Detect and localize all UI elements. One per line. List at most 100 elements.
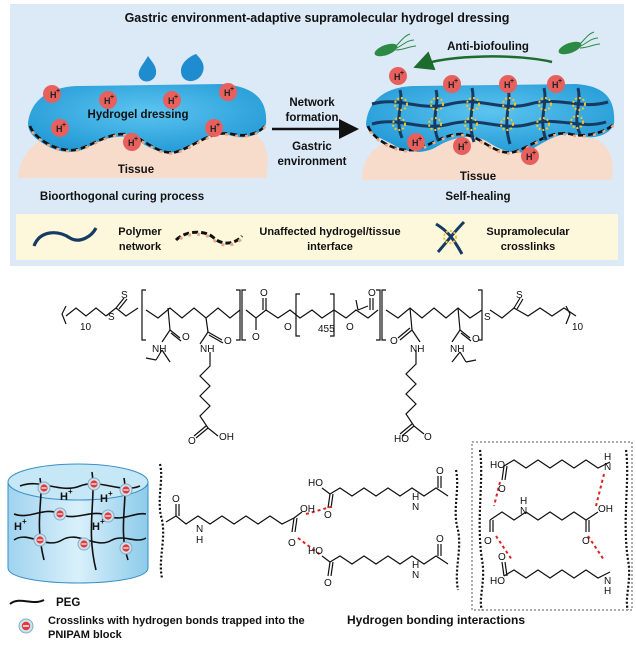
svg-text:O: O [288, 538, 296, 549]
svg-text:H: H [520, 496, 527, 507]
hbond-icon [305, 505, 335, 515]
atom-NH: NH [410, 344, 424, 355]
atom-S: S [108, 312, 115, 323]
hydrogel-cylinder: H+ H+ H+ H+ [7, 463, 149, 584]
right-caption: Self-healing [445, 191, 510, 203]
peg-repeat: 455 [318, 324, 335, 335]
svg-text:HO: HO [308, 478, 323, 489]
hbond-icon [493, 481, 501, 507]
atom-S: S [121, 290, 128, 301]
svg-text:O: O [436, 534, 444, 545]
hbond-icon [297, 537, 323, 557]
proton-icon: H+ [443, 75, 461, 93]
svg-text:+: + [400, 70, 404, 77]
legend-polymer-line2: network [119, 241, 162, 253]
svg-text:+: + [510, 78, 514, 85]
crosslink-bead-icon [101, 509, 115, 523]
left-caption: Bioorthogonal curing process [40, 191, 204, 203]
chemical-labels: 10 S S O NH O NH OH O O O O 455 O O O NH… [80, 288, 584, 447]
crosslink-beads [33, 477, 133, 555]
curved-arrow-icon [413, 51, 553, 71]
bottom-legend: PEG Crosslinks with hydrogen bonds trapp… [9, 597, 305, 641]
left-hydrogel [28, 84, 267, 153]
droplet-icon [138, 56, 157, 82]
left-protons: H+ H+ H+ H+ H+ H+ H+ [43, 83, 237, 151]
crosslink-legend-bead-icon [18, 618, 34, 634]
svg-text:+: + [68, 487, 73, 496]
cylinder-protons: H+ H+ H+ H+ [14, 487, 113, 533]
legend-polymer-line1: Polymer [118, 226, 162, 238]
crosslink-icon [392, 117, 406, 131]
svg-text:H: H [394, 72, 401, 82]
svg-text:HO: HO [308, 546, 323, 557]
svg-text:N: N [412, 502, 419, 513]
svg-text:N: N [604, 576, 611, 587]
bacteria-icon [374, 33, 417, 57]
proton-label: H [92, 521, 100, 533]
svg-text:H: H [526, 152, 533, 162]
proton-icon: H+ [219, 83, 237, 101]
svg-text:O: O [484, 536, 492, 547]
svg-text:+: + [174, 94, 178, 101]
crosslink-icon [538, 97, 552, 111]
proton-icon: H+ [51, 119, 69, 137]
svg-text:H: H [50, 90, 57, 100]
svg-text:H: H [458, 142, 465, 152]
svg-text:+: + [464, 140, 468, 147]
crosslink-bead-icon [87, 477, 101, 491]
atom-O: O [284, 322, 292, 333]
crosslink-icon [466, 97, 480, 111]
svg-text:N: N [604, 462, 611, 473]
atom-NH: NH [200, 344, 214, 355]
svg-text:OH: OH [598, 504, 613, 515]
chemical-structure [61, 289, 577, 439]
crosslink-bead-icon [37, 481, 51, 495]
svg-text:+: + [230, 86, 234, 93]
hbond-icon [587, 535, 605, 561]
svg-text:HO: HO [490, 460, 505, 471]
crosslink-legend-icon [435, 220, 466, 255]
proton-icon: H+ [499, 75, 517, 93]
top-panel-title: Gastric environment-adaptive supramolecu… [125, 11, 510, 25]
svg-text:H: H [448, 80, 455, 90]
proton-icon: H+ [43, 85, 61, 103]
crosslink-icon [572, 97, 586, 111]
proton-icon: H+ [123, 133, 141, 151]
svg-text:+: + [134, 136, 138, 143]
atom-O: O [346, 322, 354, 333]
svg-text:H: H [412, 560, 419, 571]
proton-label: H [14, 521, 22, 533]
right-tissue-label: Tissue [460, 171, 496, 183]
proton-icon: H+ [521, 147, 539, 165]
svg-text:O: O [582, 536, 590, 547]
atom-O: O [188, 436, 196, 447]
svg-text:+: + [110, 94, 114, 101]
interface-icon [174, 230, 244, 245]
svg-text:H: H [128, 138, 135, 148]
anti-biofouling: Anti-biofouling [374, 31, 601, 71]
svg-text:+: + [62, 122, 66, 129]
hbond-frame [471, 441, 633, 611]
bacteria-icon [558, 31, 601, 55]
svg-text:H: H [412, 492, 419, 503]
right-scene: Tissue Self-healing [362, 84, 615, 203]
proton-icon: H+ [163, 91, 181, 109]
atom-O: O [368, 288, 376, 299]
proton-icon: H+ [547, 75, 565, 93]
right-interface [366, 123, 615, 154]
svg-text:O: O [498, 484, 506, 495]
svg-text:HO: HO [490, 576, 505, 587]
atom-O: O [424, 432, 432, 443]
crosslink-bead-icon [33, 533, 47, 547]
svg-text:H: H [552, 80, 559, 90]
crosslink-bead-icon [77, 537, 91, 551]
legend-peg: PEG [56, 597, 80, 609]
atom-S: S [516, 290, 523, 301]
atom-NH: NH [450, 344, 464, 355]
svg-text:O: O [436, 466, 444, 477]
svg-text:O: O [324, 510, 332, 521]
crosslink-icon [536, 117, 550, 131]
svg-text:H: H [604, 586, 611, 597]
